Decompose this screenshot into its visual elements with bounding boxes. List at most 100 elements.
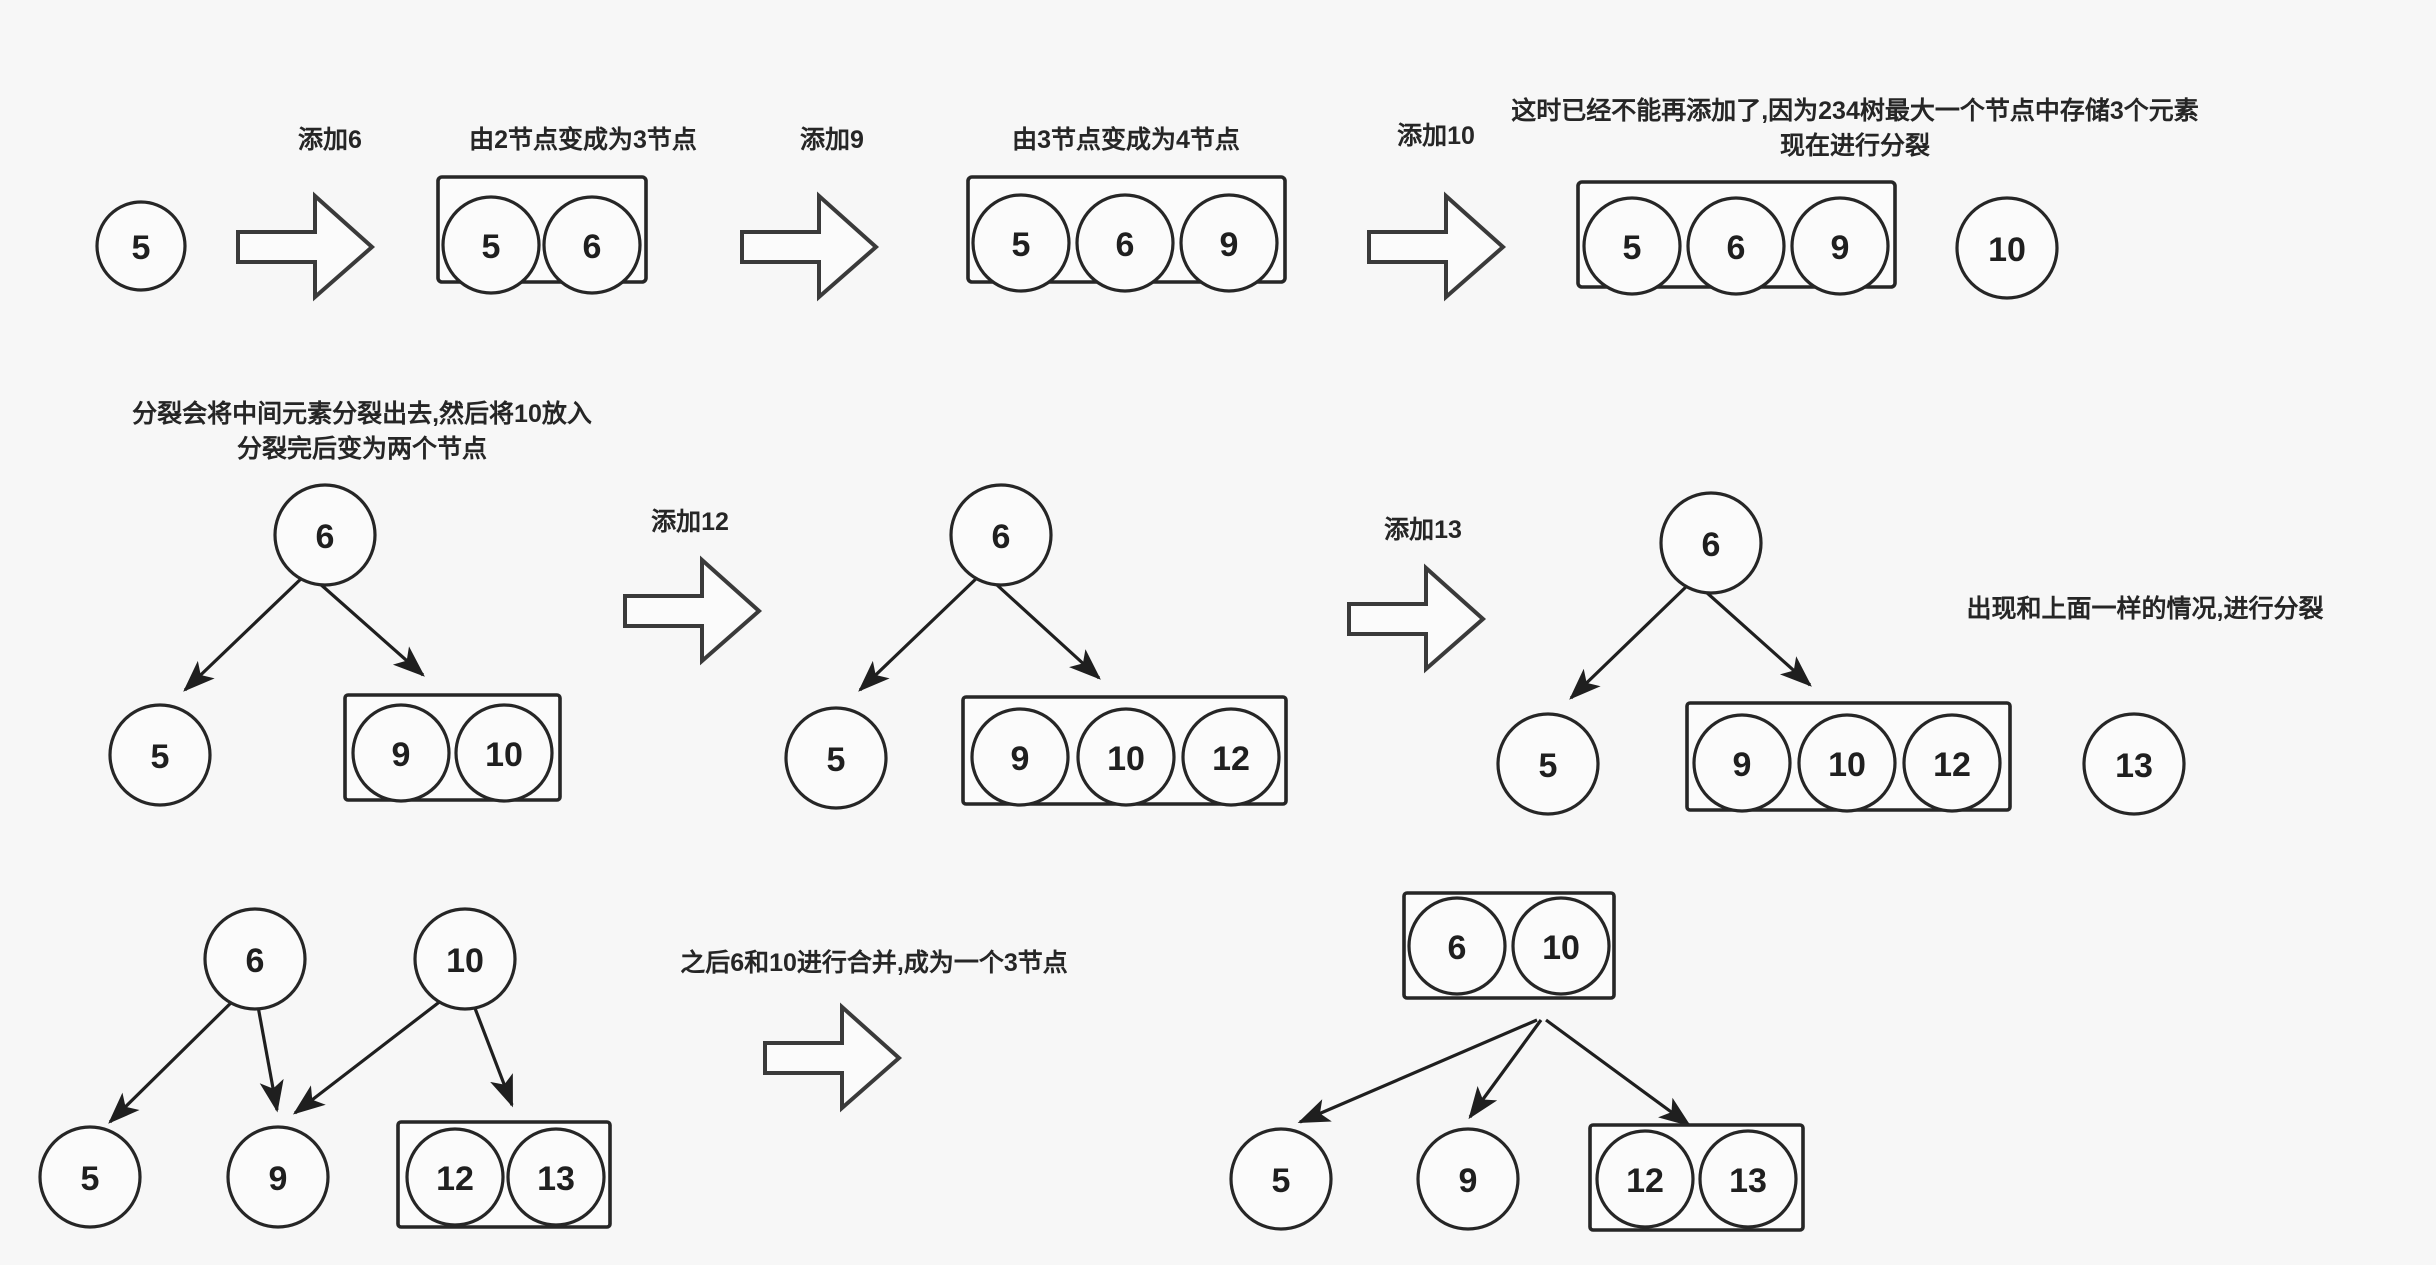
- node-value: 10: [446, 942, 484, 980]
- node-value: 5: [1623, 229, 1642, 267]
- annotation-two-to-three: 由2节点变成为3节点: [469, 125, 697, 154]
- tree-edge: [984, 573, 1101, 680]
- node-value: 10: [1542, 929, 1580, 967]
- annotation-split-1: 分裂会将中间元素分裂出去,然后将10放入: [132, 399, 592, 428]
- node-value: 9: [1831, 229, 1850, 267]
- node-value: 12: [1933, 746, 1971, 784]
- tree-child-group: 12 13: [1588, 1123, 1805, 1232]
- node-value: 6: [583, 228, 602, 266]
- tree-leaf-node: 9: [226, 1125, 330, 1229]
- annotation-add6: 添加6: [298, 126, 362, 154]
- node-value: 5: [132, 229, 151, 267]
- row2-tree-2: 6 5 9 10 12: [784, 483, 1288, 810]
- annotation-cannot-add-2: 现在进行分裂: [1780, 132, 1930, 160]
- row2-annotations: 分裂会将中间元素分裂出去,然后将10放入 分裂完后变为两个节点 添加12 添加1…: [132, 399, 2323, 623]
- tree-leaf-node: 5: [38, 1125, 142, 1229]
- annotation-add10: 添加10: [1397, 122, 1475, 150]
- row1-group-5-6-9-full: 5 6 9: [1576, 180, 1897, 296]
- node-value: 9: [392, 736, 411, 774]
- tree-edge: [858, 573, 982, 692]
- tree-child-group: 9 10 12: [1685, 701, 2012, 813]
- node-value: 13: [537, 1160, 575, 1198]
- block-arrow-1: [236, 191, 376, 302]
- tree-root-node: 6: [273, 483, 377, 587]
- row1-group-5-6: 5 6: [436, 175, 648, 295]
- node-value: 12: [1626, 1162, 1664, 1200]
- block-arrow-6: [763, 1002, 903, 1113]
- block-arrow-3: [1367, 191, 1507, 302]
- annotation-same-situation: 出现和上面一样的情况,进行分裂: [1967, 594, 2324, 623]
- tree-edge: [308, 573, 425, 677]
- row1-group-5-6-9: 5 6 9: [966, 175, 1287, 293]
- row1-loose-node-10: 10: [1955, 196, 2059, 300]
- tree-root-node: 10: [413, 907, 517, 1011]
- node-value: 9: [1459, 1162, 1478, 1200]
- node-value: 12: [1212, 740, 1250, 778]
- node-value: 10: [1988, 231, 2026, 269]
- node-value: 5: [1012, 226, 1031, 264]
- node-value: 12: [436, 1160, 474, 1198]
- row2-tree-3: 6 5 9 10 12 13: [1496, 491, 2186, 816]
- tree-leaf-group: 12 13: [396, 1120, 612, 1229]
- node-value: 6: [1727, 229, 1746, 267]
- annotation-split-2: 分裂完后变为两个节点: [237, 434, 487, 463]
- row1-node-5: 5: [95, 200, 187, 292]
- node-value: 5: [151, 738, 170, 776]
- node-value: 13: [1729, 1162, 1767, 1200]
- row3-tree-left: 6 10 5 9 12 13: [38, 907, 612, 1229]
- tree-edge: [1569, 581, 1692, 700]
- row2-tree-1: 6 5 9 10: [108, 483, 562, 807]
- tree-root-group: 6 10: [1402, 891, 1616, 1000]
- node-value: 10: [1828, 746, 1866, 784]
- node-value: 10: [1107, 740, 1145, 778]
- tree-child-node: 5: [784, 706, 888, 810]
- tree-edge: [1297, 1018, 1538, 1124]
- node-value: 5: [482, 228, 501, 266]
- tree-edge: [1468, 1019, 1543, 1120]
- block-arrow-5: [1347, 563, 1487, 674]
- node-value: 6: [992, 518, 1011, 556]
- node-value: 6: [1448, 929, 1467, 967]
- annotation-merge: 之后6和10进行合并,成为一个3节点: [680, 948, 1068, 977]
- node-value: 9: [269, 1160, 288, 1198]
- tree-root-node: 6: [949, 483, 1053, 587]
- annotation-cannot-add-1: 这时已经不能再添加了,因为234树最大一个节点中存储3个元素: [1511, 96, 2199, 125]
- row1-annotations: 添加6 由2节点变成为3节点 添加9 由3节点变成为4节点 添加10 这时已经不…: [298, 96, 2199, 160]
- tree-root-node: 6: [1659, 491, 1763, 595]
- row3-annotations: 之后6和10进行合并,成为一个3节点: [680, 948, 1068, 977]
- block-arrow-4: [623, 555, 763, 666]
- annotation-add12: 添加12: [651, 508, 729, 536]
- node-value: 5: [1272, 1162, 1291, 1200]
- tree-edge: [108, 988, 246, 1124]
- node-value: 6: [1702, 526, 1721, 564]
- node-value: 13: [2115, 747, 2153, 785]
- tree-child-group: 9 10 12: [961, 695, 1288, 807]
- node-value: 5: [827, 741, 846, 779]
- node-value: 6: [1116, 226, 1135, 264]
- node-value: 9: [1011, 740, 1030, 778]
- annotation-add13: 添加13: [1384, 516, 1462, 544]
- tree-child-group: 9 10: [343, 693, 562, 803]
- tree-edge: [1545, 1018, 1692, 1127]
- annotation-add9: 添加9: [800, 126, 864, 154]
- tree-child-node: 5: [108, 703, 212, 807]
- tree-root-node: 6: [203, 907, 307, 1011]
- node-value: 9: [1733, 746, 1752, 784]
- row2-loose-node-13: 13: [2082, 712, 2186, 816]
- row3-tree-right: 6 10 5 9 12 13: [1229, 891, 1805, 1232]
- tree-child-node: 5: [1496, 712, 1600, 816]
- block-arrow-2: [740, 191, 880, 302]
- tree-child-node: 9: [1416, 1127, 1520, 1231]
- tree-edge: [183, 573, 307, 692]
- annotation-three-to-four: 由3节点变成为4节点: [1012, 125, 1240, 154]
- node-value: 6: [246, 942, 265, 980]
- tree-child-node: 5: [1229, 1127, 1333, 1231]
- tree-edge: [292, 988, 456, 1115]
- node-value: 9: [1220, 226, 1239, 264]
- node-value: 5: [1539, 747, 1558, 785]
- node-value: 5: [81, 1160, 100, 1198]
- node-value: 6: [316, 518, 335, 556]
- node-value: 10: [485, 736, 523, 774]
